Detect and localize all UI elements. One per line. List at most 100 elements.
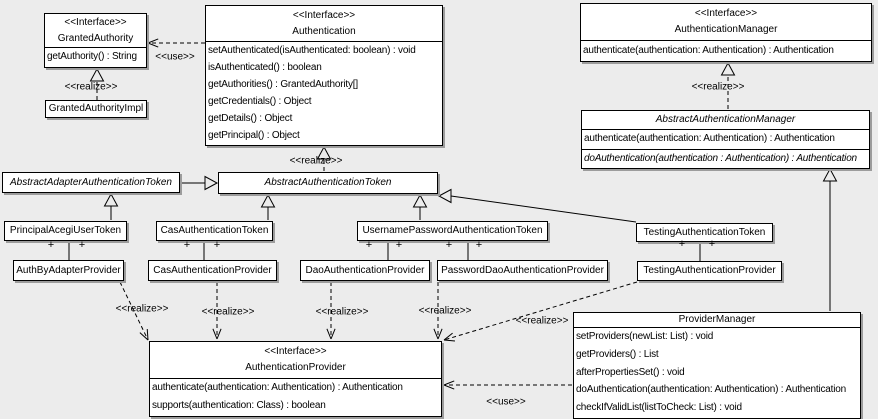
edge-casauthenticationtoken-extends-abstracttoken	[260, 193, 276, 220]
class-authentication-provider[interactable]: <<Interface>> AuthenticationProvider authe…	[149, 341, 442, 417]
class-name: TestingAuthenticationProvider	[643, 265, 776, 276]
multiplicity-label: +	[78, 239, 86, 251]
edge-stereotype-label: <<realize>>	[418, 305, 472, 317]
method: afterPropertiesSet() : void	[576, 366, 685, 378]
class-name: UsernamePasswordAuthenticationToken	[362, 225, 543, 236]
class-title: PrincipalAcegiUserToken	[5, 222, 126, 240]
open-arrowhead-icon	[139, 332, 149, 341]
edge-abstractauthenticationtoken-realizes-authentication	[316, 145, 332, 171]
class-name: AuthenticationProvider	[245, 362, 346, 373]
method: authenticate(authentication: Authenticat…	[152, 382, 403, 393]
class-name: AuthenticationManager	[674, 24, 778, 35]
class-title: <<Interface>> Authentication	[206, 6, 442, 41]
class-testing-authentication-provider[interactable]: TestingAuthenticationProvider	[637, 261, 782, 281]
class-stereotype: <<Interface>>	[694, 8, 758, 19]
class-testing-authentication-token[interactable]: TestingAuthenticationToken	[636, 223, 773, 242]
edge-passworddaoprovider-realizes-authenticationprovider	[433, 282, 443, 340]
method: setProviders(newList: List) : void	[576, 331, 714, 342]
class-methods: authenticate(authentication: Authenticat…	[150, 378, 441, 415]
open-arrowhead-icon	[147, 42, 159, 48]
multiplicity-label: +	[678, 238, 686, 250]
class-methods: authenticate(authentication: Authenticat…	[582, 129, 869, 168]
edge-stereotype-label: <<realize>>	[315, 306, 369, 318]
class-title: <<Interface>> AuthenticationManager	[581, 4, 871, 40]
open-arrowhead-icon	[216, 328, 222, 340]
multiplicity-label: +	[365, 239, 373, 251]
edge-usernamepasswordtoken-extends-abstracttoken	[412, 193, 428, 220]
class-dao-authentication-provider[interactable]: DaoAuthenticationProvider	[300, 260, 430, 281]
class-username-password-authentication-token[interactable]: UsernamePasswordAuthenticationToken	[357, 221, 548, 241]
method: getAuthorities() : GrantedAuthority[]	[208, 79, 358, 90]
open-arrowhead-icon	[433, 328, 439, 340]
class-password-dao-authentication-provider[interactable]: PasswordDaoAuthenticationProvider	[437, 260, 608, 281]
class-granted-authority-impl[interactable]: GrantedAuthorityImpl	[45, 100, 147, 118]
hollow-triangle-arrowhead-icon	[822, 167, 838, 182]
hollow-triangle-arrowhead-icon	[720, 61, 736, 76]
class-methods: authenticate(authentication: Authenticat…	[581, 40, 871, 60]
class-title: DaoAuthenticationProvider	[301, 261, 429, 280]
class-name: ProviderManager	[678, 314, 756, 325]
hollow-triangle-arrowhead-icon	[89, 67, 105, 82]
edge-providermanager-extends-abstractauthenticationmanager	[822, 167, 838, 311]
method: getPrincipal() : Object	[208, 130, 300, 141]
multiplicity-label: +	[395, 239, 403, 251]
class-name: CasAuthenticationToken	[160, 225, 269, 236]
method: getDetails() : Object	[208, 113, 293, 124]
class-principal-acegi-user-token[interactable]: PrincipalAcegiUserToken	[4, 221, 127, 241]
class-name: GrantedAuthority	[57, 32, 134, 44]
hollow-triangle-arrowhead-icon	[316, 145, 332, 160]
class-title: ProviderManager	[574, 313, 860, 327]
edge-stereotype-label: <<realize>>	[201, 306, 255, 318]
class-title: UsernamePasswordAuthenticationToken	[358, 222, 547, 240]
method: getProviders() : List	[576, 348, 659, 360]
class-title: CasAuthenticationProvider	[149, 261, 276, 280]
class-name: PrincipalAcegiUserToken	[9, 225, 122, 236]
class-authentication-manager[interactable]: <<Interface>> AuthenticationManager authen…	[580, 3, 872, 62]
open-arrowhead-icon	[443, 332, 453, 341]
class-cas-authentication-provider[interactable]: CasAuthenticationProvider	[148, 260, 277, 281]
edge-abstractadaptertoken-extends-abstracttoken	[181, 175, 219, 191]
method: doAuthentication(authentication: Authent…	[576, 384, 846, 396]
hollow-triangle-arrowhead-icon	[103, 192, 119, 207]
method: supports(authentication: Class) : boolea…	[152, 400, 326, 411]
hollow-triangle-arrowhead-icon	[437, 188, 452, 204]
open-arrowhead-icon	[437, 328, 443, 340]
class-stereotype: <<Interface>>	[264, 346, 327, 357]
hollow-triangle-arrowhead-icon	[260, 193, 276, 208]
multiplicity-label: +	[47, 239, 55, 251]
hollow-triangle-arrowhead-icon	[412, 193, 428, 208]
edge-grantedauthorityimpl-realizes-grantedauthority	[89, 67, 105, 100]
class-title: GrantedAuthorityImpl	[46, 101, 146, 117]
hollow-triangle-arrowhead-icon	[204, 175, 219, 191]
class-name: CasAuthenticationProvider	[153, 264, 272, 276]
class-auth-by-adapter-provider[interactable]: AuthByAdapterProvider	[13, 260, 124, 281]
class-title: AuthByAdapterProvider	[14, 261, 123, 280]
class-name: Authentication	[292, 25, 356, 37]
edge-casprovider-realizes-authenticationprovider	[212, 282, 222, 340]
method: doAuthentication(authentication : Authen…	[582, 148, 869, 169]
class-stereotype: <<Interface>>	[292, 9, 356, 21]
class-name: AuthByAdapterProvider	[16, 264, 121, 276]
multiplicity-label: +	[475, 239, 483, 251]
class-title: <<Interface>> AuthenticationProvider	[150, 342, 441, 378]
class-abstract-adapter-authentication-token[interactable]: AbstractAdapterAuthenticationToken	[2, 172, 180, 193]
open-arrowhead-icon	[443, 339, 456, 342]
class-name: AbstractAdapterAuthenticationToken	[10, 176, 172, 188]
edge-stereotype-label: <<realize>>	[64, 81, 118, 93]
class-provider-manager[interactable]: ProviderManager setProviders(newList: Lis…	[573, 312, 861, 419]
open-arrowhead-icon	[326, 328, 332, 340]
class-title: <<Interface>>GrantedAuthority	[45, 14, 146, 47]
edge-abstractauthenticationmanager-realizes-authenticationmanager	[720, 61, 736, 109]
open-arrowhead-icon	[212, 328, 218, 340]
class-cas-authentication-token[interactable]: CasAuthenticationToken	[156, 221, 273, 241]
class-name: TestingAuthenticationToken	[643, 226, 766, 238]
edge-stereotype-label: <<realize>>	[515, 315, 569, 327]
class-title: CasAuthenticationToken	[157, 222, 272, 240]
class-methods: setProviders(newList: List) : void getPro…	[574, 327, 860, 417]
class-abstract-authentication-token[interactable]: AbstractAuthenticationToken	[218, 172, 438, 194]
method: checkIfValidList(listToCheck: List) : vo…	[576, 402, 742, 414]
